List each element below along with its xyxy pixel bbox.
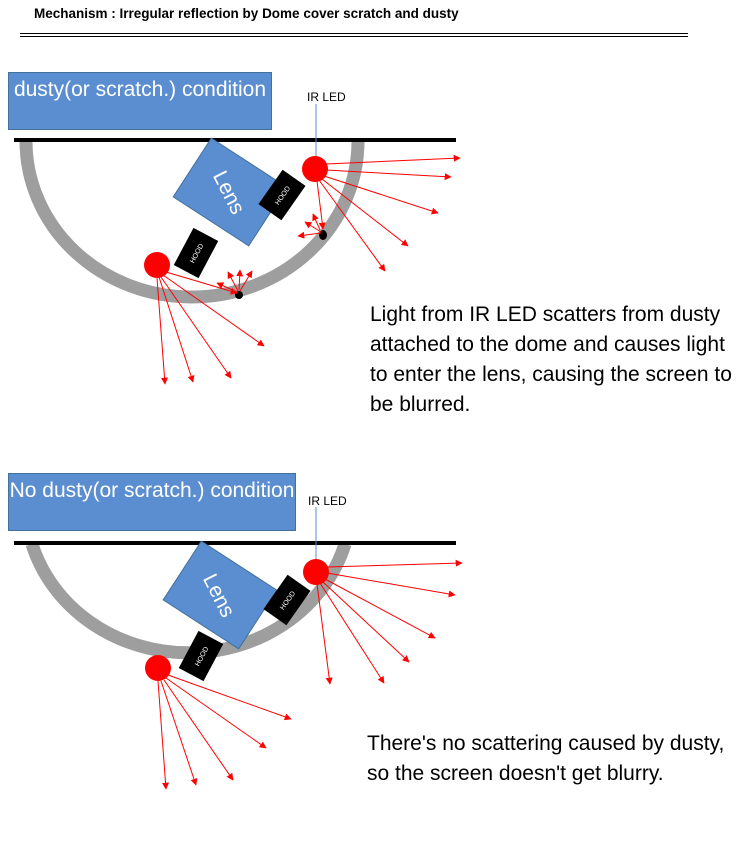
light-rays-lower xyxy=(156,271,265,385)
light-rays-lower xyxy=(157,674,292,790)
ir-led-upper xyxy=(302,156,328,182)
hood-upper: HOOD xyxy=(258,169,306,221)
caption-dusty: Light from IR LED scatters from dusty at… xyxy=(370,303,732,416)
dust-particle xyxy=(319,230,327,240)
title-rule-2 xyxy=(20,36,688,37)
title-rule xyxy=(20,33,688,34)
hood-lower: HOOD xyxy=(173,227,219,279)
ir-led-upper xyxy=(303,559,329,585)
dome-diagram-clean: Lens HOOD HOOD xyxy=(14,507,463,790)
caption-no-dusty: There's no scattering caused by dusty, s… xyxy=(367,732,725,785)
ir-led-lower xyxy=(145,655,171,681)
lens: Lens xyxy=(162,540,278,650)
dust-particle xyxy=(235,291,243,299)
page-title: Mechanism : Irregular reflection by Dome… xyxy=(34,6,459,21)
condition-box-dusty: dusty(or scratch.) condition xyxy=(8,72,272,130)
hood-upper: HOOD xyxy=(263,574,311,626)
condition-box-no-dusty: No dusty(or scratch.) condition xyxy=(8,473,296,531)
ir-led-label: IR LED xyxy=(308,494,347,508)
dome-diagram-dusty: Lens HOOD HOOD xyxy=(14,104,461,385)
light-rays-upper xyxy=(316,154,461,272)
light-rays-upper xyxy=(316,559,463,685)
ir-led-lower xyxy=(144,252,170,278)
lens: Lens xyxy=(172,137,288,247)
dome-cover xyxy=(19,140,365,304)
ir-led-label: IR LED xyxy=(307,90,346,104)
scatter-rays-upper xyxy=(297,213,322,239)
hood-lower: HOOD xyxy=(178,630,224,682)
scatter-rays-lower xyxy=(216,269,253,293)
